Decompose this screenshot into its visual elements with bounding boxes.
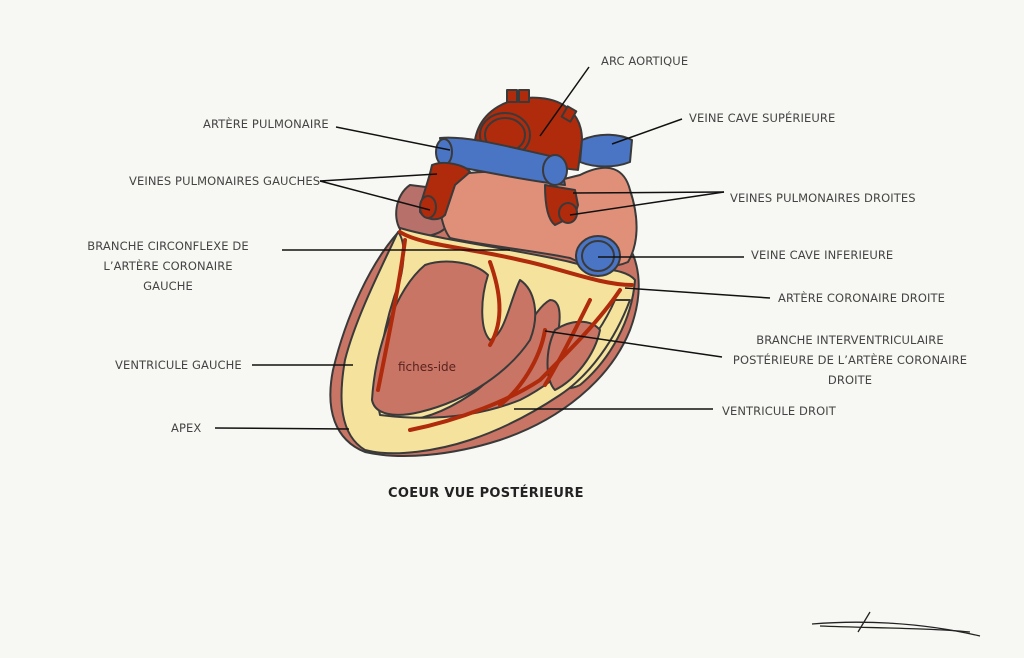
label-ventricule-droit: VENTRICULE DROIT	[722, 404, 836, 418]
label-veines-pulmonaires-gauches: VEINES PULMONAIRES GAUCHES	[129, 174, 321, 188]
leader-interventriculaire	[544, 330, 723, 358]
label-veines-pulmonaires-droites: VEINES PULMONAIRES DROITES	[730, 191, 916, 205]
leader-apex	[214, 427, 350, 430]
aortic-branch-2	[518, 89, 530, 103]
leader-veine-cave-sup	[611, 118, 683, 145]
label-branche-circonflexe-line1: BRANCHE CIRCONFLEXE DE	[87, 239, 249, 253]
label-branche-circonflexe: BRANCHE CIRCONFLEXE DE L’ARTÈRE CORONAIR…	[78, 236, 258, 296]
leader-vpd-1	[572, 191, 725, 194]
pulmonary-artery	[439, 136, 566, 186]
aortic-branch-1	[506, 89, 518, 103]
watermark: fiches-ide	[398, 360, 457, 374]
label-veine-cave-inferieure: VEINE CAVE INFERIEURE	[751, 248, 894, 262]
pulmonary-artery-end-right	[542, 154, 568, 186]
label-artere-pulmonaire: ARTÈRE PULMONAIRE	[203, 117, 329, 131]
heart-illustration	[329, 89, 640, 457]
label-interventriculaire: BRANCHE INTERVENTRICULAIRE POSTÉRIEURE D…	[730, 330, 970, 390]
right-pulmonary-vein-end	[558, 202, 578, 224]
leader-lines	[214, 66, 771, 430]
label-interventriculaire-line3: DROITE	[827, 373, 873, 387]
label-branche-circonflexe-line2: L’ARTÈRE CORONAIRE GAUCHE	[103, 259, 233, 293]
leader-coronaire-droite	[624, 287, 771, 299]
leader-vpg-1	[319, 173, 438, 182]
signature-mark	[811, 611, 981, 637]
left-ventricle-panel	[371, 260, 537, 416]
right-ventricle-panel	[546, 320, 601, 391]
coronary-arteries	[376, 230, 634, 432]
leader-vpd-2	[569, 191, 725, 216]
label-artere-coronaire-droite: ARTÈRE CORONAIRE DROITE	[778, 291, 946, 305]
label-apex: APEX	[171, 421, 202, 435]
pulmonary-artery-end-left	[435, 138, 453, 166]
label-veine-cave-superieure: VEINE CAVE SUPÉRIEURE	[689, 111, 836, 125]
leader-vpg-2	[319, 180, 431, 211]
label-arc-aortique: ARC AORTIQUE	[601, 54, 689, 68]
aortic-branch-3	[560, 105, 578, 123]
superior-vena-cava	[579, 133, 633, 168]
label-interventriculaire-line1: BRANCHE INTERVENTRICULAIRE	[756, 333, 944, 347]
label-ventricule-gauche: VENTRICULE GAUCHE	[115, 358, 242, 372]
leader-artere-pulmonaire	[335, 126, 451, 151]
label-interventriculaire-line2: POSTÉRIEURE DE L’ARTÈRE CORONAIRE	[732, 353, 968, 367]
inferior-vena-cava-lumen	[581, 240, 615, 272]
left-pulmonary-vein-end	[419, 195, 437, 219]
diagram-title: COEUR VUE POSTÉRIEURE	[388, 486, 584, 501]
leader-arc-aortique	[539, 66, 590, 137]
